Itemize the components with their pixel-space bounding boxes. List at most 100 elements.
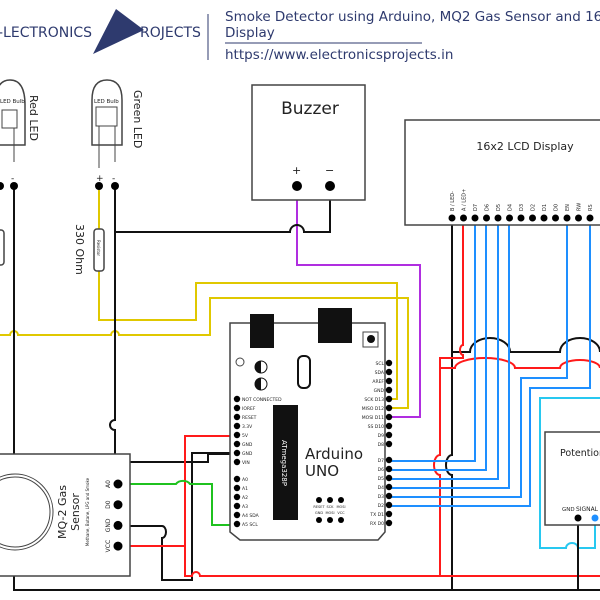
arduino-right-pin-label: GND bbox=[374, 388, 385, 394]
mq2-pin-label: A0 bbox=[105, 480, 112, 488]
resistor-body-text: Resistor bbox=[96, 240, 101, 256]
arduino-left-pin[interactable] bbox=[233, 395, 241, 403]
arduino-left-pin[interactable] bbox=[233, 440, 241, 448]
buzzer-pin-minus[interactable] bbox=[325, 181, 335, 191]
mq2-label: MQ-2 Gas bbox=[56, 485, 69, 539]
arduino-right-pin-label: AREF bbox=[372, 379, 384, 385]
lcd-pin[interactable] bbox=[575, 214, 582, 222]
arduino-left-pin-label: A3 bbox=[242, 504, 248, 510]
icsp-pin bbox=[316, 497, 322, 503]
arduino-right-pin[interactable] bbox=[385, 422, 393, 430]
green-led-pin-minus[interactable] bbox=[111, 182, 119, 190]
arduino-left-pin[interactable] bbox=[233, 458, 241, 466]
arduino-right-pin[interactable] bbox=[385, 395, 393, 403]
potentiometer-label: Potentiometer bbox=[560, 448, 600, 459]
arduino-right-pin[interactable] bbox=[385, 404, 393, 412]
arduino-left-pin[interactable] bbox=[233, 431, 241, 439]
arduino-left-pin[interactable] bbox=[233, 413, 241, 421]
arduino-right-pin[interactable] bbox=[385, 483, 393, 491]
mq2-sensor[interactable]: MQ-2 Gas Sensor Methane, Butane, LPG and… bbox=[0, 453, 131, 577]
lcd-pin[interactable] bbox=[471, 214, 479, 222]
wire-buzzer-gnd bbox=[115, 186, 331, 233]
buzzer[interactable]: Buzzer + − bbox=[251, 84, 366, 201]
red-led-pin[interactable] bbox=[10, 182, 18, 190]
arduino-left-pin[interactable] bbox=[233, 449, 241, 457]
arduino-uno[interactable]: ATmega328P Arduino UNO NOT CONNECTEDIORE… bbox=[229, 308, 393, 541]
arduino-right-pin[interactable] bbox=[385, 510, 393, 518]
pot-pin-gnd[interactable] bbox=[574, 514, 582, 522]
potentiometer-box bbox=[544, 431, 600, 526]
icsp-pin bbox=[327, 497, 333, 503]
mq2-sensor-head bbox=[0, 473, 54, 551]
arduino-right-pin-label: D6 bbox=[378, 467, 384, 473]
arduino-right-pin[interactable] bbox=[385, 386, 393, 394]
icsp-pin bbox=[338, 497, 344, 503]
wire-d7 bbox=[389, 218, 476, 462]
red-led-resistor bbox=[0, 229, 5, 266]
buzzer-pin-plus[interactable] bbox=[292, 181, 302, 191]
arduino-left-pin[interactable] bbox=[233, 511, 241, 519]
arduino-right-pin[interactable] bbox=[385, 359, 393, 367]
lcd-pin[interactable] bbox=[517, 214, 525, 222]
arduino-label: Arduino bbox=[305, 445, 363, 463]
arduino-right-pin[interactable] bbox=[385, 440, 393, 448]
red-led-pin-plus[interactable] bbox=[0, 182, 4, 190]
lcd-pin[interactable] bbox=[506, 214, 513, 222]
green-led[interactable]: LED Bulb Green LED + - bbox=[91, 79, 144, 190]
arduino-left-pin-label: A5 SCL bbox=[242, 522, 258, 528]
lcd-pin[interactable] bbox=[540, 214, 548, 222]
arduino-right-pin[interactable] bbox=[385, 413, 393, 421]
arduino-left-pin[interactable] bbox=[233, 404, 241, 412]
mq2-pin[interactable] bbox=[113, 500, 123, 510]
lcd-pin[interactable] bbox=[494, 214, 502, 222]
lcd-pin[interactable] bbox=[460, 214, 467, 222]
atmega-chip bbox=[273, 405, 298, 520]
arduino-right-pin[interactable] bbox=[385, 474, 393, 482]
arduino-right-pin[interactable] bbox=[385, 377, 393, 385]
mq2-pin[interactable] bbox=[113, 479, 123, 489]
arduino-right-pin-label: D9 bbox=[378, 433, 384, 439]
arduino-left-pin[interactable] bbox=[233, 520, 241, 528]
arduino-left-pin-label: 5V bbox=[242, 433, 249, 439]
arduino-right-pin[interactable] bbox=[385, 368, 393, 376]
mq2-pin[interactable] bbox=[113, 541, 123, 551]
arduino-right-pin-label: MISO D12 bbox=[362, 406, 384, 412]
green-led-pin-plus[interactable] bbox=[95, 182, 103, 190]
red-led[interactable]: LED Bulb Red LED - bbox=[0, 79, 40, 266]
arduino-left-pin[interactable] bbox=[233, 422, 241, 430]
arduino-uno-label: UNO bbox=[305, 462, 339, 480]
arduino-right-pin[interactable] bbox=[385, 492, 393, 500]
lcd-pin-label: D6 bbox=[485, 204, 491, 211]
lcd-pin-label: RW bbox=[577, 203, 583, 211]
arduino-left-pin[interactable] bbox=[233, 475, 241, 483]
arduino-right-pin[interactable] bbox=[385, 465, 393, 473]
lcd-pin[interactable] bbox=[483, 214, 490, 222]
logo-triangle-icon bbox=[93, 9, 144, 54]
lcd-pin-label: D0 bbox=[554, 204, 560, 211]
arduino-right-pin[interactable] bbox=[385, 431, 393, 439]
mq2-pin[interactable] bbox=[113, 520, 123, 530]
site-url[interactable]: https://www.electronicsprojects.in bbox=[225, 47, 453, 63]
lcd-pin[interactable] bbox=[586, 214, 594, 222]
arduino-right-pin-label: D8 bbox=[378, 442, 384, 448]
red-led-bulb-text: LED Bulb bbox=[0, 99, 25, 105]
arduino-right-pin[interactable] bbox=[385, 519, 393, 527]
pot-pin-signal[interactable] bbox=[591, 514, 599, 522]
mq2-pin-label: VCC bbox=[105, 540, 112, 552]
lcd-pin[interactable] bbox=[529, 214, 536, 222]
arduino-right-pin[interactable] bbox=[385, 456, 393, 464]
arduino-left-pin[interactable] bbox=[233, 493, 241, 501]
wire-d4 bbox=[389, 218, 510, 489]
wire-buzzer-d11 bbox=[296, 186, 421, 418]
arduino-left-pin[interactable] bbox=[233, 502, 241, 510]
arduino-right-pin[interactable] bbox=[385, 501, 393, 509]
capacitor-2-fill bbox=[255, 378, 261, 390]
lcd-pin[interactable] bbox=[552, 214, 559, 222]
pot-pin-signal-label: SIGNAL bbox=[576, 505, 598, 513]
lcd-pin-label: D1 bbox=[542, 204, 548, 211]
lcd-pin[interactable] bbox=[563, 214, 571, 222]
lcd-pin[interactable] bbox=[448, 214, 456, 222]
arduino-left-pin[interactable] bbox=[233, 484, 241, 492]
potentiometer[interactable]: Potentiometer GND SIGNAL bbox=[544, 431, 600, 526]
